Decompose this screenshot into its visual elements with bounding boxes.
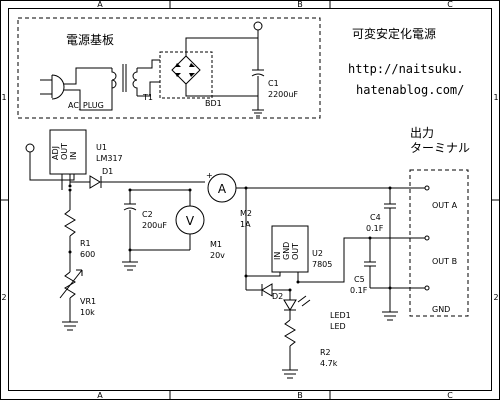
r2-name: R2 <box>320 348 331 357</box>
led1-icon <box>283 290 311 320</box>
col-label-b-top: B <box>297 0 303 9</box>
d2-name: D2 <box>272 292 283 301</box>
c1-name: C1 <box>268 79 279 88</box>
power-board: 電源基板 AC_PLUG T1 BD1 <box>17 17 321 119</box>
terminal-gnd-icon <box>424 285 430 291</box>
diode-d1-icon <box>70 175 205 189</box>
vr1-name: VR1 <box>80 297 96 306</box>
output-terminal-label-1: 出力 <box>410 126 434 140</box>
transformer-icon <box>111 59 160 97</box>
ac-plug-label: AC_PLUG <box>68 101 104 110</box>
m1-name: M1 <box>210 240 222 249</box>
variable-resistor-vr1-icon <box>59 252 83 331</box>
m1-value: 20v <box>210 251 225 260</box>
col-label-a-top: A <box>97 0 103 9</box>
svg-text:+: + <box>206 171 213 180</box>
row-label-2-left: 2 <box>1 293 6 302</box>
u1-pin-in: IN <box>69 152 78 160</box>
bridge-label: BD1 <box>205 99 222 108</box>
diode-d2-icon <box>246 283 290 297</box>
u2-pin-in: IN <box>273 252 282 260</box>
vr1-value: 10k <box>80 308 95 317</box>
inner-frame <box>8 8 492 391</box>
u1-part: LM317 <box>96 154 123 163</box>
row-label-1-right: 1 <box>493 93 498 102</box>
u2-name: U2 <box>312 249 323 258</box>
output-terminal: OUT A OUT B GND <box>409 169 469 317</box>
u1-name: U1 <box>96 143 107 152</box>
schematic-title: 可変安定化電源 <box>352 26 436 41</box>
capacitor-c4-icon <box>384 188 396 288</box>
voltmeter-m1-icon: V <box>175 205 205 235</box>
c4-name: C4 <box>370 213 381 222</box>
row-label-1-left: 1 <box>1 93 6 102</box>
c5-value: 0.1F <box>350 286 368 295</box>
c1-value: 2200uF <box>268 90 298 99</box>
c2-value: 200uF <box>142 221 167 230</box>
col-label-c-top: C <box>447 0 453 9</box>
power-board-label: 電源基板 <box>66 33 114 47</box>
regulator-u1: ADJ OUT IN <box>49 129 87 175</box>
u2-pin-gnd: GND <box>282 242 291 260</box>
ammeter-symbol: A <box>218 182 227 196</box>
resistor-r1-icon <box>64 190 76 252</box>
u2-pin-out: OUT <box>291 243 300 260</box>
bridge-rectifier-icon <box>159 37 258 99</box>
url-line-1: http://naitsuku. <box>348 62 464 76</box>
led1-value: LED <box>330 322 346 331</box>
capacitor-c5-icon <box>364 238 376 288</box>
d1-name: D1 <box>102 167 113 176</box>
capacitor-c1-icon <box>251 38 265 117</box>
url-line-2: hatenablog.com/ <box>356 83 464 97</box>
col-label-c-bottom: C <box>447 391 453 400</box>
regulator-u2: IN GND OUT <box>271 225 309 273</box>
u1-pin-adj: ADJ <box>51 146 60 160</box>
u1-pin-out: OUT <box>60 143 69 160</box>
r1-value: 600 <box>80 250 95 259</box>
ammeter-m2-icon: A + <box>206 171 237 203</box>
board-out-terminal-icon <box>253 21 263 31</box>
terminal-out-a-icon <box>424 185 430 191</box>
c2-name: C2 <box>142 210 153 219</box>
terminal-out-b-label: OUT B <box>432 257 457 266</box>
row-label-2-right: 2 <box>493 293 498 302</box>
terminal-out-b-icon <box>424 235 430 241</box>
col-label-a-bottom: A <box>97 391 103 400</box>
transformer-label: T1 <box>142 93 153 102</box>
col-label-b-bottom: B <box>297 391 303 400</box>
terminal-out-a-label: OUT A <box>432 201 458 210</box>
capacitor-c2-icon <box>122 190 138 271</box>
r1-name: R1 <box>80 239 91 248</box>
r2-value: 4.7k <box>320 359 338 368</box>
ac-plug-icon <box>40 67 113 111</box>
input-terminal-icon <box>25 143 35 153</box>
voltmeter-symbol: V <box>186 214 195 228</box>
terminal-gnd-label: GND <box>432 305 450 314</box>
output-terminal-label-2: ターミナル <box>410 141 470 155</box>
c5-name: C5 <box>354 275 365 284</box>
u2-part: 7805 <box>312 260 332 269</box>
c4-value: 0.1F <box>366 224 384 233</box>
led1-name: LED1 <box>330 311 351 320</box>
resistor-r2-icon <box>282 319 298 379</box>
